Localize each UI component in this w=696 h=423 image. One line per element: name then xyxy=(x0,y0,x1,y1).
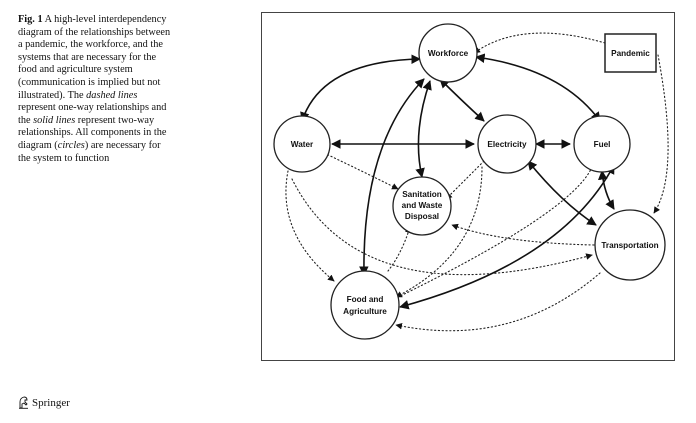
node-water: Water xyxy=(273,115,331,173)
electricity-label: Electricity xyxy=(487,140,527,149)
node-fuel: Fuel xyxy=(573,115,631,173)
electricity-circle xyxy=(477,114,537,174)
transportation-label: Transportation xyxy=(601,241,658,250)
solid-edges xyxy=(300,53,615,310)
dotted-edge-food-sanitation xyxy=(387,226,412,272)
solid-edge-fuel-food xyxy=(399,164,615,310)
sanitation-label-line1: Sanitation xyxy=(402,190,442,199)
transportation-circle xyxy=(594,209,666,281)
node-workforce: Workforce xyxy=(418,23,478,83)
caption-circles: circles xyxy=(57,139,85,151)
node-food-agriculture: Food and Agriculture xyxy=(330,270,400,340)
figure-label: Fig. 1 xyxy=(18,14,43,25)
dotted-edge-transportation-sanitation xyxy=(451,223,595,246)
caption-text-1: A high-level interdependency diagram of … xyxy=(18,14,171,101)
solid-edge-workforce-food xyxy=(359,78,425,276)
water-label: Water xyxy=(291,140,314,149)
springer-horse-icon xyxy=(18,396,29,409)
caption-solid-lines: solid lines xyxy=(33,114,76,126)
dotted-edge-water-food xyxy=(285,170,335,282)
sanitation-circle xyxy=(392,176,452,236)
solid-edge-workforce-electricity xyxy=(439,78,485,122)
figure-caption: Fig. 1 A high-level interdependency diag… xyxy=(18,14,174,165)
sanitation-label-line3: Disposal xyxy=(405,212,439,221)
node-electricity: Electricity xyxy=(477,114,537,174)
caption-text-4: ) are necessary for the system to functi… xyxy=(18,139,161,164)
dotted-edge-pandemic-workforce xyxy=(473,32,606,54)
node-pandemic: Pandemic xyxy=(604,33,657,73)
solid-edge-workforce-fuel xyxy=(475,53,601,122)
dotted-edge-pandemic-transportation xyxy=(653,54,669,214)
fuel-circle xyxy=(573,115,631,173)
node-sanitation: Sanitation and Waste Disposal xyxy=(392,176,452,236)
food-label-line1: Food and xyxy=(347,295,384,304)
dotted-edge-water-sanitation xyxy=(323,152,399,190)
caption-dashed-lines: dashed lines xyxy=(86,89,138,101)
solid-edge-workforce-water xyxy=(300,54,421,122)
dotted-edge-electricity-sanitation xyxy=(445,160,485,200)
food-agriculture-circle xyxy=(330,270,400,340)
caption-text-3: represent two-way relationships. All com… xyxy=(18,114,167,151)
publisher-name: Springer xyxy=(32,396,70,409)
caption-text-2: represent one-way relationships and the xyxy=(18,102,167,126)
sanitation-label-line2: and Waste xyxy=(402,201,443,210)
publisher-footer: Springer xyxy=(18,396,70,409)
workforce-circle xyxy=(418,23,478,83)
solid-edge-electricity-transportation xyxy=(527,160,597,226)
workforce-label: Workforce xyxy=(428,49,469,58)
pandemic-label: Pandemic xyxy=(611,49,650,58)
fuel-label: Fuel xyxy=(594,140,611,149)
food-label-line2: Agriculture xyxy=(343,307,387,316)
dotted-edge-transportation-food xyxy=(395,272,601,332)
node-transportation: Transportation xyxy=(594,209,666,281)
water-circle xyxy=(273,115,331,173)
interdependency-diagram: Pandemic Workforce Water Electricity Fue… xyxy=(261,12,675,361)
solid-edge-workforce-sanitation xyxy=(415,80,432,178)
diagram-svg: Pandemic Workforce Water Electricity Fue… xyxy=(273,23,669,340)
pandemic-box xyxy=(604,33,657,73)
